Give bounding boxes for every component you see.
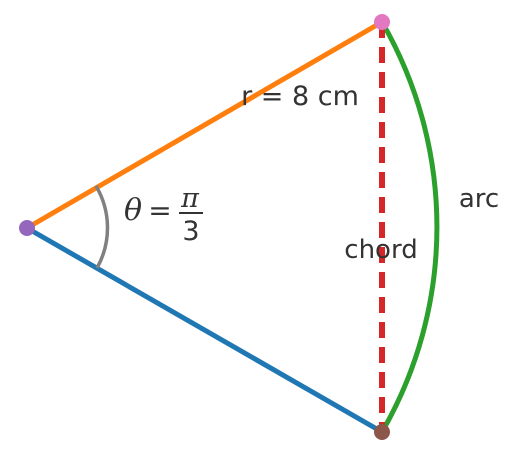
radius-label: r = 8 cm bbox=[241, 81, 359, 112]
angle-denominator: 3 bbox=[182, 216, 199, 247]
bottom-endpoint bbox=[374, 424, 390, 440]
angle-label: θ = π 3 bbox=[124, 183, 203, 247]
angle-equals: = bbox=[148, 194, 171, 227]
arc-curve bbox=[379, 19, 440, 435]
angle-symbol: θ bbox=[124, 193, 142, 228]
center-point bbox=[19, 220, 35, 236]
arc-label: arc bbox=[459, 184, 499, 214]
radius-line-top bbox=[24, 19, 385, 231]
top-endpoint bbox=[374, 14, 390, 30]
angle-arc-marker bbox=[94, 185, 110, 269]
chord-label: chord bbox=[344, 235, 417, 265]
radius-line-bottom bbox=[24, 225, 385, 435]
angle-numerator: π bbox=[180, 183, 200, 214]
